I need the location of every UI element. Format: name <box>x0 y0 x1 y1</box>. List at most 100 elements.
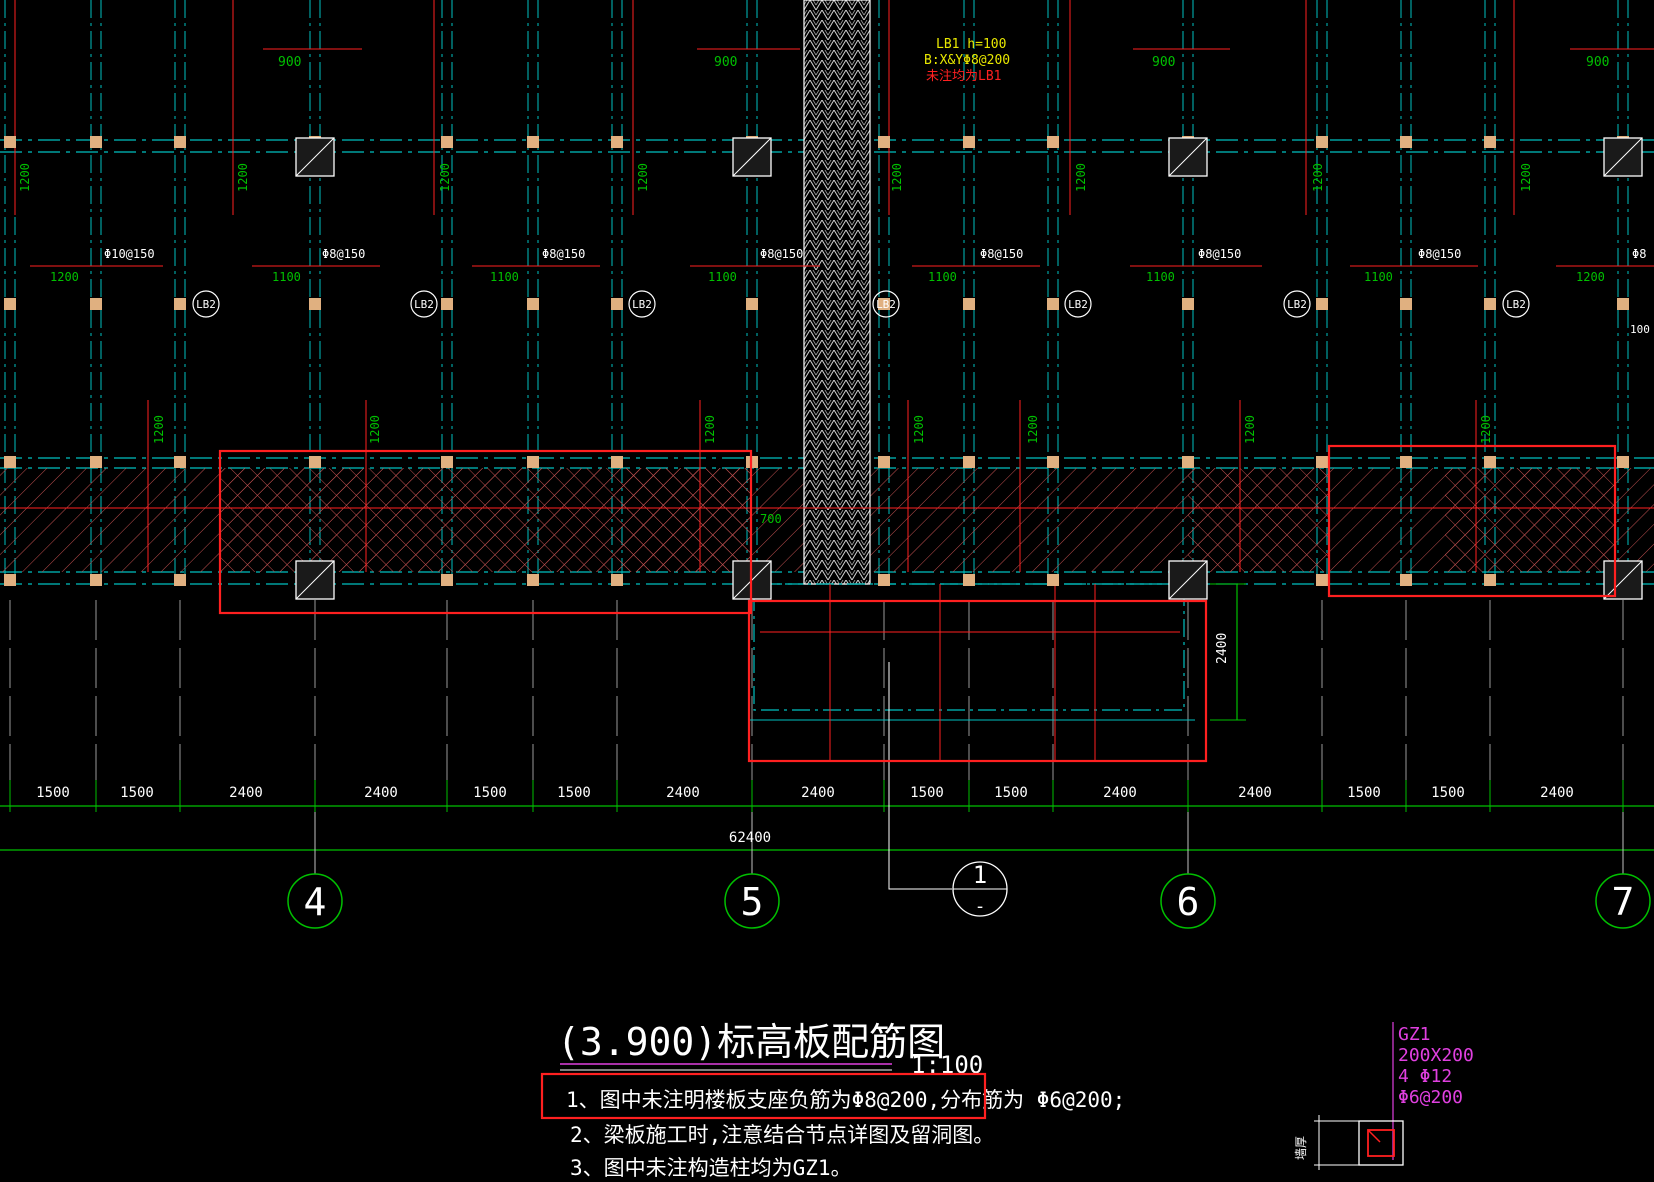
gz1-main-bars: 4 Φ12 <box>1398 1066 1452 1087</box>
vdim-upper-6: 1200 <box>1074 163 1088 192</box>
axis-label-4: 4 <box>304 880 327 924</box>
column-marker-1-14 <box>1484 298 1496 310</box>
side-dim-100: 100 <box>1630 323 1650 336</box>
rebar-length-4: 1100 <box>708 270 737 284</box>
drawing-title: (3.900)标高板配筋图 <box>557 1020 945 1064</box>
bay-dim-8: 2400 <box>801 785 835 801</box>
vdim-upper-7: 1200 <box>1311 163 1325 192</box>
slab-tag-3-label: LB2 <box>632 298 652 311</box>
slab-tag-7[interactable]: LB2 <box>1502 290 1530 318</box>
column-marker-2-6 <box>611 456 623 468</box>
axis-bubble-7[interactable]: 7 <box>1595 873 1651 929</box>
highlight-box-right <box>1327 444 1617 598</box>
bay-dim-2: 1500 <box>120 785 154 801</box>
column-marker-1-9 <box>963 298 975 310</box>
column-marker-1-5 <box>527 298 539 310</box>
slab-tag-1-label: LB2 <box>196 298 216 311</box>
bay-dim-4: 2400 <box>364 785 398 801</box>
column-layer <box>4 136 1643 600</box>
hatch-layer <box>0 0 1654 585</box>
column-marker-0-2 <box>174 136 186 148</box>
column-detail-gz1[interactable]: GZ1 200X200 4 Φ12 Φ6@200 墙厚 <box>1294 1022 1474 1170</box>
rebar-label-6: Φ8@150 <box>1198 247 1241 261</box>
column-marker-0-13 <box>1400 136 1412 148</box>
balcony-outline <box>753 583 1185 711</box>
column-marker-3-2 <box>174 574 186 586</box>
rebar-length-2: 1100 <box>272 270 301 284</box>
column-marker-1-3 <box>309 298 321 310</box>
structural-column-diag-2 <box>1168 137 1208 177</box>
dimension-layer <box>0 583 1654 874</box>
note-2: 2、梁板施工时,注意结合节点详图及留洞图。 <box>570 1123 994 1147</box>
slab-tag-5[interactable]: LB2 <box>1064 290 1092 318</box>
vdim-lower-4: 1200 <box>912 415 926 444</box>
bay-dim-14: 1500 <box>1431 785 1465 801</box>
structural-column-diag-7 <box>1603 560 1643 600</box>
bay-dim-6: 1500 <box>557 785 591 801</box>
highlight-box-note <box>540 1072 987 1120</box>
column-marker-1-15 <box>1617 298 1629 310</box>
column-marker-3-4 <box>441 574 453 586</box>
section-mark[interactable]: 1 - <box>888 662 1008 917</box>
rebar-length-6: 1100 <box>1146 270 1175 284</box>
slab-tag-6[interactable]: LB2 <box>1283 290 1311 318</box>
axis-bubble-5[interactable]: 5 <box>724 873 780 929</box>
bay-dim-12: 2400 <box>1238 785 1272 801</box>
axis-bubble-6[interactable]: 6 <box>1160 873 1216 929</box>
column-marker-2-8 <box>878 456 890 468</box>
axis-bubble-4[interactable]: 4 <box>287 873 343 929</box>
vdim-lower-6: 1200 <box>1243 415 1257 444</box>
slab-tag-7-label: LB2 <box>1506 298 1526 311</box>
column-marker-0-6 <box>611 136 623 148</box>
rebar-label-4: Φ8@150 <box>760 247 803 261</box>
column-marker-1-4 <box>441 298 453 310</box>
column-marker-0-1 <box>90 136 102 148</box>
slab-tag-2[interactable]: LB2 <box>410 290 438 318</box>
column-marker-2-11 <box>1182 456 1194 468</box>
column-marker-2-2 <box>174 456 186 468</box>
axis-label-6: 6 <box>1177 880 1200 924</box>
rebar-label-2: Φ8@150 <box>322 247 365 261</box>
column-marker-2-3 <box>309 456 321 468</box>
vdim-upper-1: 1200 <box>18 163 32 192</box>
vdim-lower-7: 1200 <box>1479 415 1493 444</box>
column-marker-1-11 <box>1182 298 1194 310</box>
axis-label-5: 5 <box>741 880 764 924</box>
shear-wall-hatch <box>803 0 871 585</box>
slab-tag-3[interactable]: LB2 <box>628 290 656 318</box>
column-marker-0-14 <box>1484 136 1496 148</box>
column-marker-0-4 <box>441 136 453 148</box>
highlight-box-left <box>218 449 753 615</box>
bay-dim-11: 2400 <box>1103 785 1137 801</box>
column-marker-3-1 <box>90 574 102 586</box>
column-marker-2-1 <box>90 456 102 468</box>
side-dim-700: 700 <box>760 512 782 526</box>
column-marker-2-15 <box>1617 456 1629 468</box>
bay-dimension-labels: 1500 1500 2400 2400 1500 1500 2400 2400 … <box>36 785 1574 801</box>
vdim-lower-5: 1200 <box>1026 415 1040 444</box>
top-dim-1: 900 <box>278 55 301 70</box>
vdim-upper-8: 1200 <box>1519 163 1533 192</box>
rebar-label-1: Φ10@150 <box>104 247 155 261</box>
slab-tag-4[interactable]: LB2 <box>872 290 900 318</box>
column-marker-3-0 <box>4 574 16 586</box>
beam-cross-hatch-1 <box>617 468 752 572</box>
rebar-layer <box>0 0 1654 760</box>
slab-tag-4-label: LB2 <box>876 298 896 311</box>
side-dim-2400: 2400 <box>1215 633 1230 664</box>
top-dim-2: 900 <box>714 55 737 70</box>
bay-dim-1: 1500 <box>36 785 70 801</box>
column-marker-3-8 <box>878 574 890 586</box>
bay-dim-15: 2400 <box>1540 785 1574 801</box>
total-dim: 62400 <box>729 830 771 846</box>
rebar-length-1: 1200 <box>50 270 79 284</box>
column-marker-3-14 <box>1484 574 1496 586</box>
column-marker-0-5 <box>527 136 539 148</box>
rebar-label-8: Φ8 <box>1632 247 1646 261</box>
top-dim-3: 900 <box>1152 55 1175 70</box>
column-marker-2-9 <box>963 456 975 468</box>
beam-cross-hatch-2 <box>1188 468 1329 572</box>
slab-tag-1[interactable]: LB2 <box>192 290 220 318</box>
gz1-stirrups: Φ6@200 <box>1398 1087 1463 1108</box>
